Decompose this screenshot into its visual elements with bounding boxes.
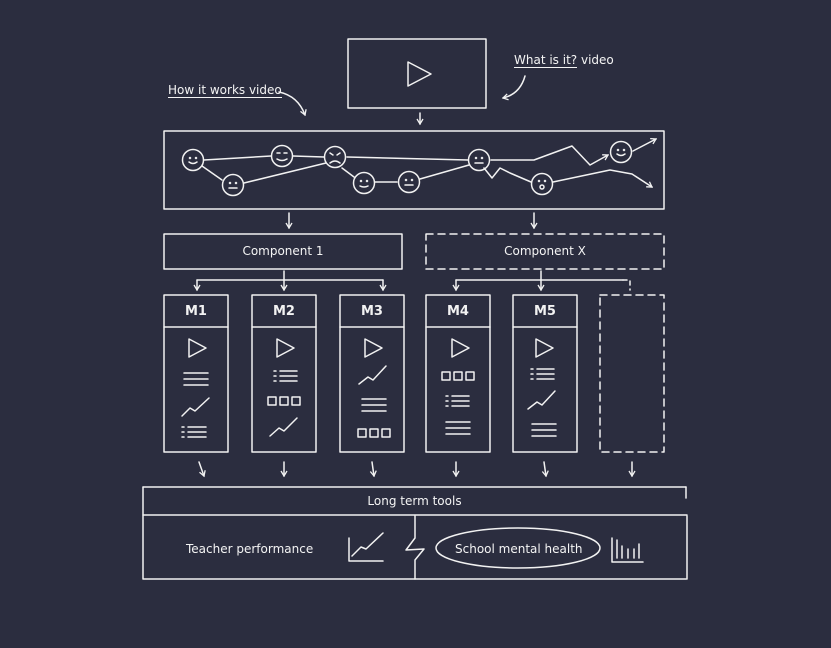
trend-chart-icon: [348, 532, 384, 562]
modules-to-tools-arrows: [198, 461, 636, 478]
list-icon: [183, 372, 209, 386]
what-is-it-video-label: video: [577, 53, 614, 67]
journey-lines: [201, 138, 658, 188]
play-icon: [451, 338, 470, 358]
squares-icon: [441, 371, 475, 381]
teacher-performance-label[interactable]: Teacher performance: [186, 542, 314, 556]
what-is-it-label: What is it?: [514, 53, 578, 68]
play-icon: [535, 338, 554, 358]
component-x-title: Component X: [504, 244, 586, 258]
face-wink-icon: [270, 144, 294, 168]
component-1-box[interactable]: [163, 233, 403, 270]
list-icon: [361, 398, 387, 412]
how-it-works-label: How it works video: [168, 83, 282, 97]
face-happy-icon: [181, 148, 205, 172]
face-neutral-icon: [397, 170, 421, 194]
component-1-distribution: [193, 270, 387, 292]
face-neutral-icon: [467, 148, 491, 172]
school-mental-health-label[interactable]: School mental health: [455, 542, 583, 556]
how-it-works-curve-arrow: [278, 91, 307, 117]
video-box[interactable]: [347, 38, 487, 109]
trend-icon: [358, 365, 387, 385]
module-m2-card[interactable]: [251, 294, 317, 453]
module-m5-title: M5: [534, 304, 556, 319]
journey-box: [163, 130, 665, 210]
module-m3-card[interactable]: [339, 294, 405, 453]
play-icon[interactable]: [407, 61, 432, 87]
module-m3-title: M3: [361, 304, 383, 319]
long-term-tools-box: [142, 486, 688, 580]
trend-icon: [269, 417, 298, 437]
face-neutral-icon: [221, 173, 245, 197]
play-icon: [364, 338, 383, 358]
how-it-works-annotation[interactable]: How it works video: [168, 83, 282, 98]
module-m5-card[interactable]: [512, 294, 578, 453]
bullet-list-icon: [273, 370, 298, 382]
squares-icon: [267, 396, 301, 406]
play-icon: [276, 338, 295, 358]
bullet-list-icon: [445, 395, 470, 407]
long-term-tools-title: Long term tools: [367, 494, 462, 508]
play-icon: [188, 338, 207, 358]
module-m1-card[interactable]: [163, 294, 229, 453]
module-m4-title: M4: [447, 304, 469, 319]
bullet-list-icon: [530, 368, 555, 380]
what-is-it-curve-arrow: [501, 75, 526, 101]
bar-chart-icon: [611, 537, 644, 563]
face-surprised-icon: [530, 172, 554, 196]
component-1-title: Component 1: [242, 244, 324, 258]
module-placeholder-card: [599, 294, 665, 453]
bullet-list-icon: [181, 426, 207, 438]
what-is-it-annotation[interactable]: What is it? video: [514, 53, 614, 68]
trend-icon: [181, 397, 210, 417]
list-icon: [445, 421, 471, 435]
module-m2-title: M2: [273, 304, 295, 319]
face-happy-icon: [609, 140, 633, 164]
school-mental-health-highlight: [435, 527, 601, 569]
list-icon: [531, 423, 557, 437]
squares-icon: [357, 428, 391, 438]
component-x-distribution: [452, 270, 631, 292]
face-sad-icon: [323, 145, 347, 169]
face-neutral-icon: [352, 171, 376, 195]
component-x-box[interactable]: [425, 233, 665, 270]
module-m4-card[interactable]: [425, 294, 491, 453]
module-m1-title: M1: [185, 304, 207, 319]
trend-icon: [527, 390, 556, 410]
